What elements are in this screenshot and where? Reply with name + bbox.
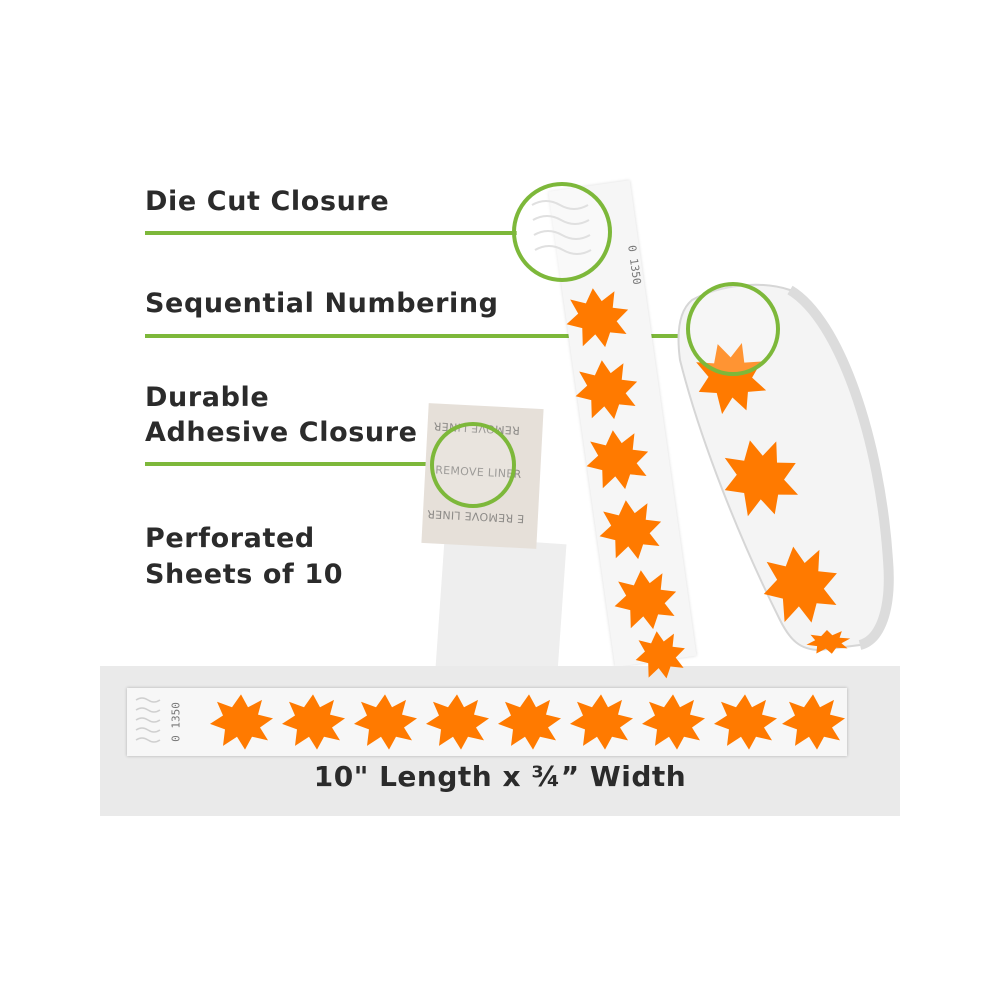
feature-label-adhesive-closure: Adhesive Closure — [145, 417, 418, 448]
starburst-icon — [282, 694, 345, 750]
starburst-icon — [354, 694, 417, 750]
starburst-icon — [426, 694, 489, 750]
callout-circle-die-cut — [512, 182, 612, 282]
starburst-icon — [498, 694, 561, 750]
starburst-icon — [632, 627, 689, 683]
feature-label-sequential-numbering: Sequential Numbering — [145, 288, 499, 319]
starburst-icon — [570, 694, 633, 750]
dimensions-label: 10" Length x ¾” Width — [313, 760, 687, 793]
curled-wristband — [677, 283, 894, 656]
die-cut-pattern-flat — [135, 697, 161, 743]
starburst-icon — [782, 694, 845, 750]
vertical-band-starbursts — [562, 283, 689, 683]
feature-label-die-cut-closure: Die Cut Closure — [145, 186, 390, 217]
flat-band-starbursts — [210, 694, 845, 750]
callout-circle-adhesive — [430, 422, 516, 508]
callout-line-adhesive — [145, 462, 435, 466]
starburst-icon — [571, 355, 642, 425]
feature-label-durable: Durable — [145, 382, 270, 413]
feature-label-perforated: Perforated — [145, 523, 315, 554]
callout-circle-sequential — [686, 282, 780, 376]
starburst-icon — [595, 495, 666, 565]
callout-circles — [430, 182, 780, 508]
starburst-icon — [582, 425, 653, 495]
callout-line-sequential — [145, 334, 690, 338]
starburst-icon — [642, 694, 705, 750]
starburst-icon — [714, 694, 777, 750]
callout-line-die-cut — [145, 231, 517, 235]
starburst-icon — [610, 565, 681, 635]
feature-label-sheets-of-10: Sheets of 10 — [145, 559, 344, 590]
die-cut-pattern-vertical — [531, 200, 592, 255]
starburst-icon — [562, 283, 633, 353]
starburst-icon — [210, 694, 273, 750]
